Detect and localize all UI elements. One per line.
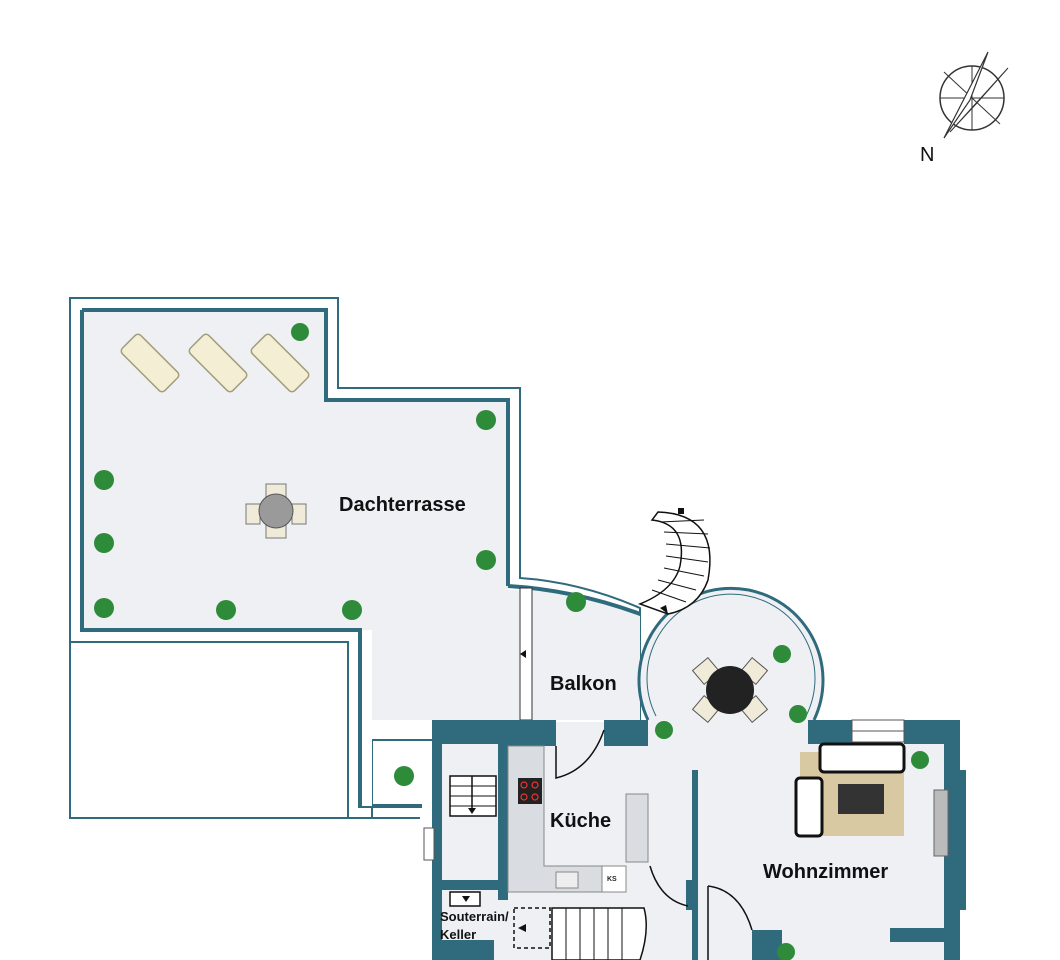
room-label-souterrain-line1: Souterrain/ — [440, 909, 509, 924]
compass-north-label: N — [920, 144, 935, 166]
balkon-table — [691, 656, 769, 724]
kitchen-counter — [507, 745, 649, 893]
stair-small — [449, 775, 497, 907]
sun-loungers — [120, 333, 310, 393]
curved-stair — [637, 508, 711, 615]
room-label-wohnzimmer: Wohnzimmer — [763, 861, 889, 883]
room-label-souterrain: Souterrain/ Keller — [440, 908, 509, 944]
room-label-kueche: Küche — [550, 810, 612, 832]
plants — [94, 323, 929, 960]
room-label-balkon: Balkon — [550, 673, 617, 695]
doors — [555, 729, 753, 960]
living-furniture — [794, 742, 949, 857]
room-label-dachterrasse: Dachterrasse — [339, 494, 466, 516]
room-label-souterrain-line2: Keller — [440, 927, 477, 942]
appliance-label-ks: KS — [607, 876, 617, 883]
terrace-table — [245, 483, 307, 539]
compass-icon — [939, 51, 1009, 139]
